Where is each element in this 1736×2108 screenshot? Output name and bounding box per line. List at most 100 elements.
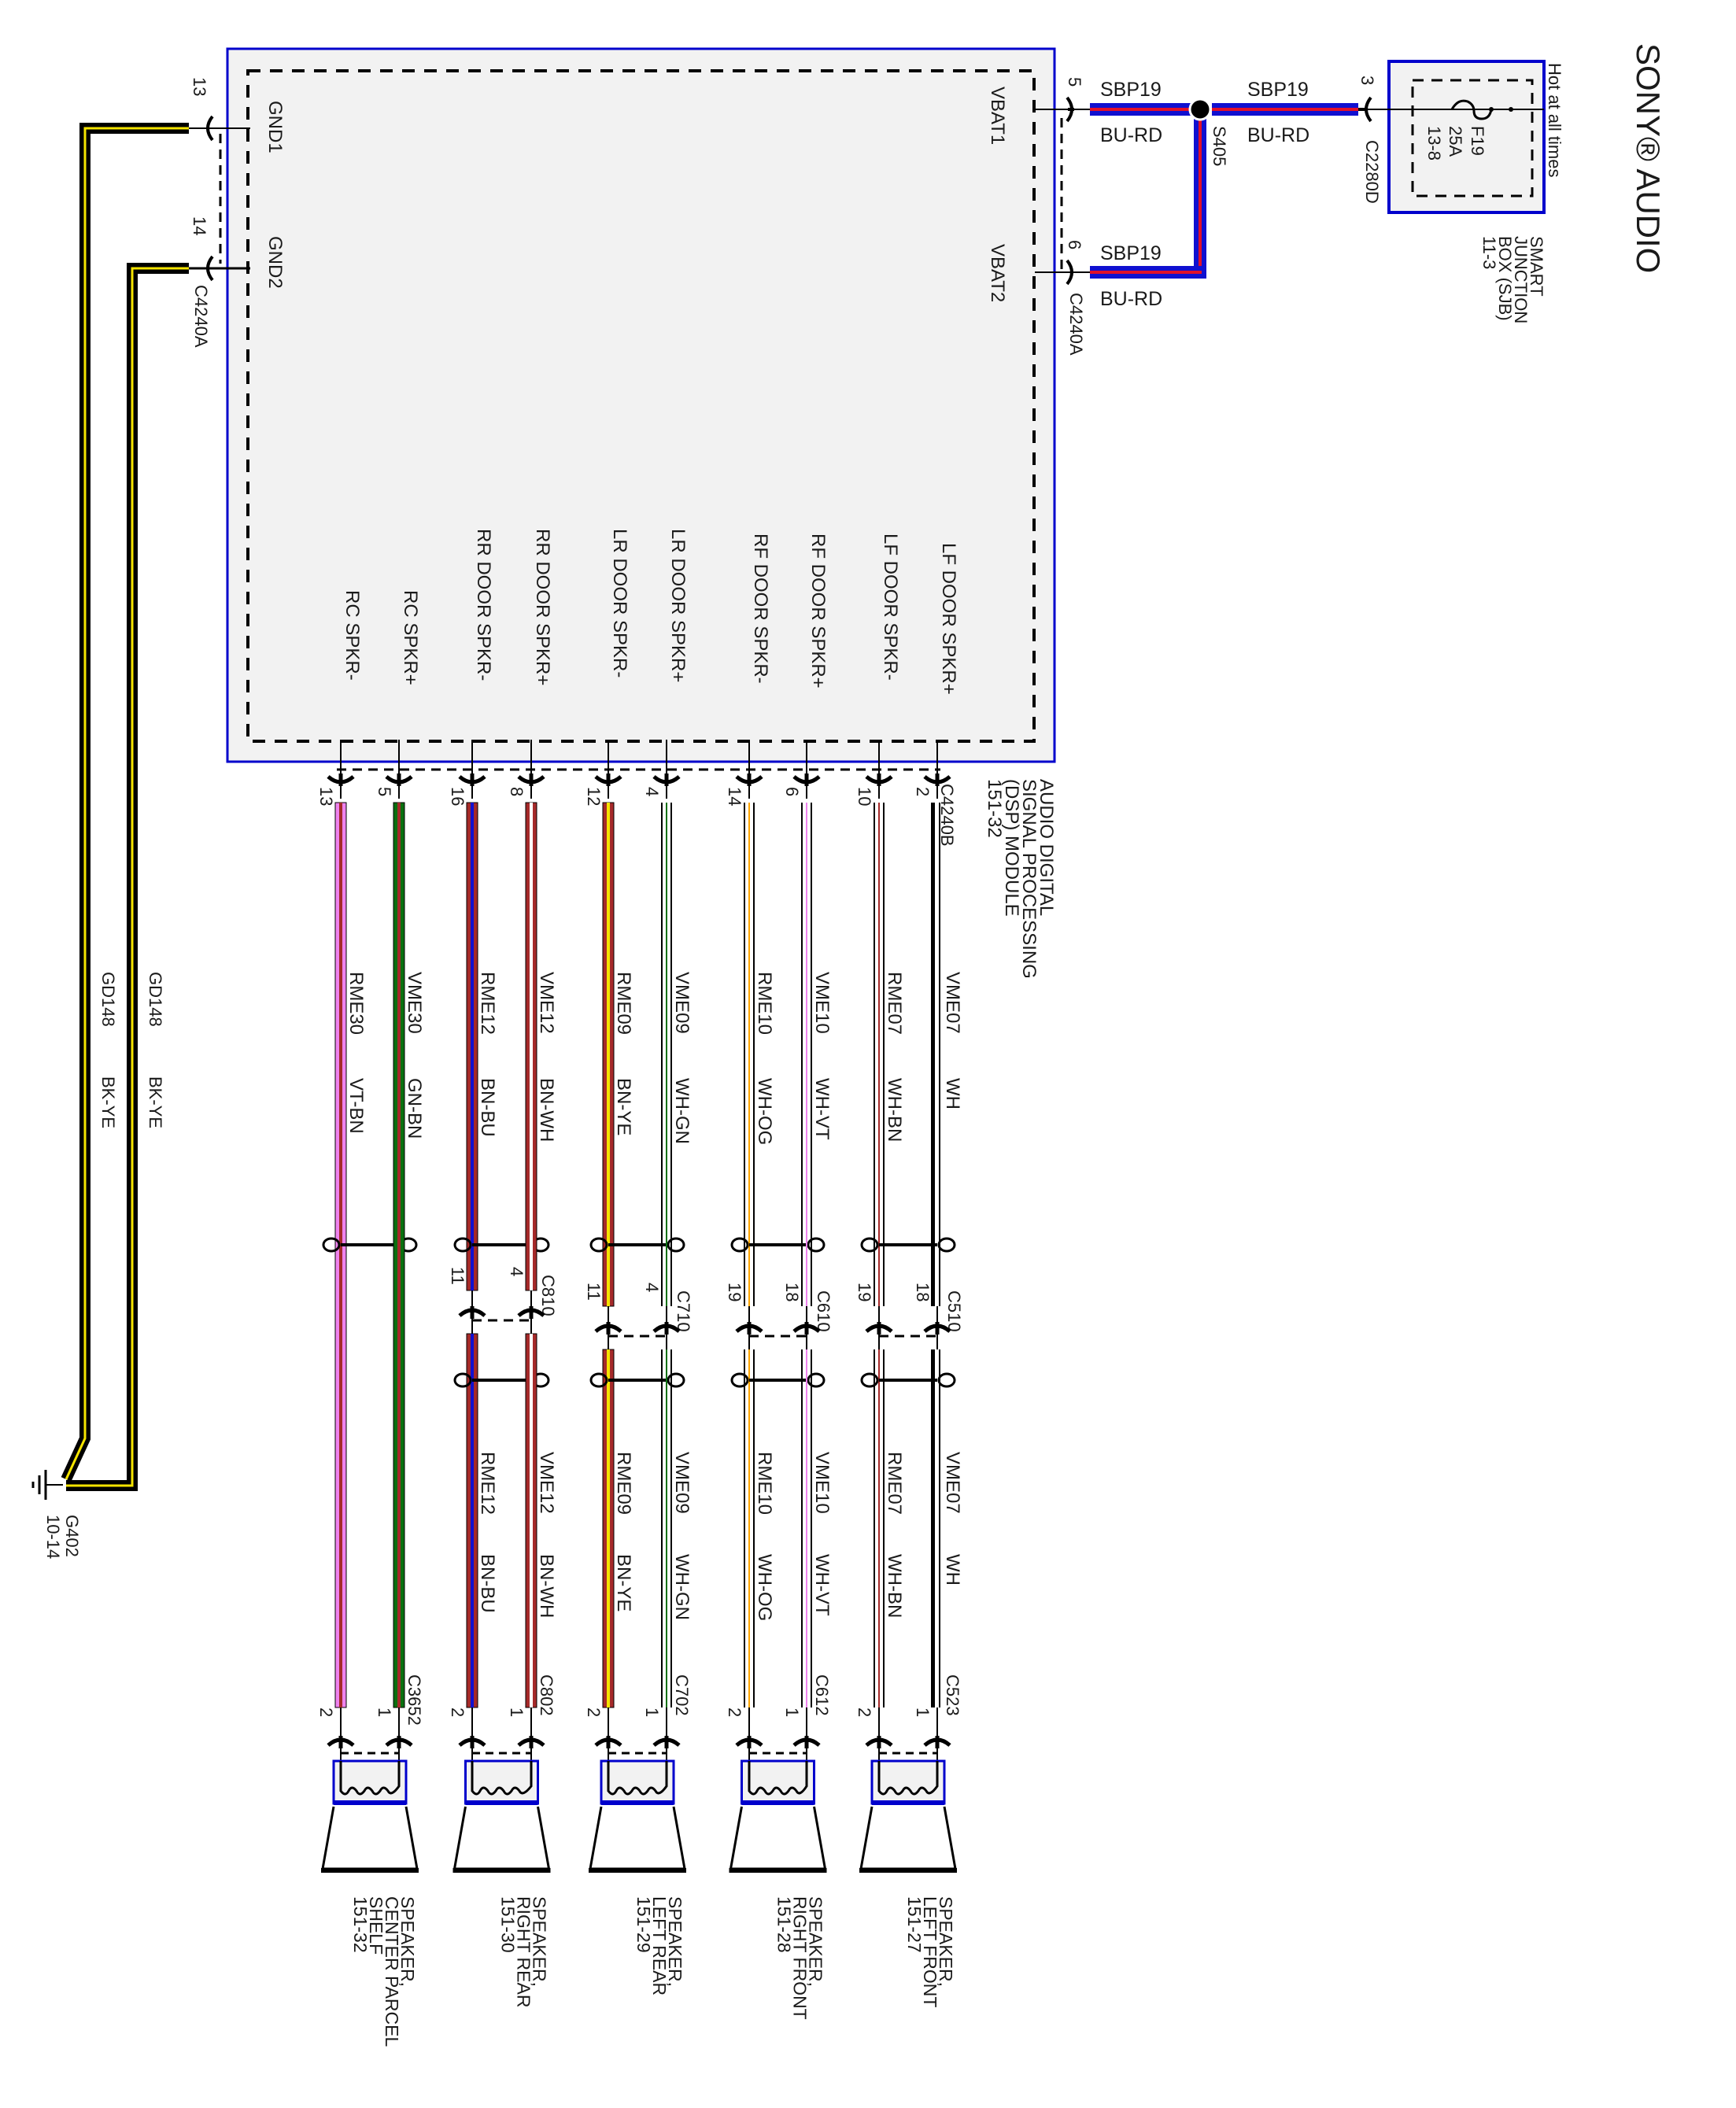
gnd2-connector-icon (206, 255, 214, 282)
wire-outline (753, 1349, 755, 1707)
inline-connector: C710 (674, 1290, 693, 1332)
connector-b: C4240B (937, 784, 957, 847)
wire-outline (874, 803, 875, 1306)
connector-arrow-icon (923, 1322, 951, 1335)
speaker-name-line: 151-29 (633, 1896, 654, 1953)
channel-label: LF DOOR SPKR- (880, 533, 901, 681)
module-name-line: 151-32 (984, 779, 1005, 838)
module-pin: 10 (855, 787, 874, 806)
wire-outline (939, 803, 940, 1306)
wire-segment (931, 803, 935, 1306)
connector-a-left: C4240A (191, 285, 211, 348)
connector-arrow-icon (792, 1322, 821, 1335)
channel-label: RC SPKR+ (400, 590, 421, 685)
wire-outline (744, 803, 745, 1306)
circuit-label: RME07 (884, 972, 905, 1035)
circuit-label-lower: RME10 (754, 1452, 775, 1515)
circuit-label-lower: RME12 (477, 1452, 498, 1515)
color-label-lower: BN-BU (477, 1554, 498, 1613)
circuit-label: VME07 (942, 972, 963, 1034)
speaker-pos-pin: 1 (375, 1707, 394, 1717)
connector-arrow-icon (735, 1736, 763, 1748)
speaker-coil-icon (471, 1761, 533, 1796)
connector-a-right: C4240A (1066, 293, 1086, 356)
wire-outline (811, 1349, 812, 1707)
module-pin: 4 (642, 787, 662, 796)
connector-arrow-icon (517, 773, 545, 786)
wire-outline (801, 803, 803, 1306)
color-label-lower: WH-BN (884, 1554, 905, 1618)
ground-symbol-icon (31, 1470, 63, 1500)
connector-arrow-icon (1358, 96, 1372, 123)
wire-outline (661, 803, 663, 1306)
speaker-magnet (332, 1759, 408, 1805)
color-label: WH-BN (884, 1078, 905, 1142)
connector-arrow-icon (792, 1736, 821, 1748)
connector-arrow-icon (652, 1736, 681, 1748)
wire-stripe (471, 803, 474, 1290)
channel-label: LR DOOR SPKR+ (667, 529, 689, 682)
speaker-connector: C702 (672, 1674, 692, 1716)
connector-arrow-icon (594, 1736, 622, 1748)
vbat2-circuit: SBP19 (1100, 242, 1162, 264)
speaker-pos-pin: 1 (782, 1707, 802, 1717)
speaker-name-line: 151-27 (904, 1896, 925, 1953)
speaker-pos-pin: 1 (507, 1707, 526, 1717)
speaker-name-line: SPEAKER, (936, 1896, 956, 1987)
wire-stripe (878, 1349, 880, 1707)
inline-pin: 19 (855, 1283, 874, 1301)
connector-arrow-icon (327, 773, 355, 786)
ground-circuit-1: GD148 (98, 972, 118, 1027)
speaker-coil-icon (607, 1761, 668, 1796)
fuse-icon (1450, 99, 1493, 120)
ground-color-1: BK-YE (98, 1076, 118, 1128)
module-pin: 13 (316, 787, 336, 806)
twisted-pair-end (807, 1237, 826, 1253)
inline-connector: C510 (944, 1290, 964, 1332)
channel-label: LF DOOR SPKR+ (938, 543, 959, 695)
ground-ref: 10-14 (43, 1515, 63, 1559)
speaker-neg-pin: 2 (725, 1707, 744, 1717)
channel-label: RR DOOR SPKR- (473, 529, 494, 681)
twisted-pair-end (667, 1372, 685, 1388)
wire-stripe (878, 803, 880, 1306)
channel-label: RF DOOR SPKR+ (807, 533, 829, 689)
gnd1-label: GND1 (264, 101, 286, 153)
splice-s405: S405 SBP19 BU-RD SBP19 BU-RD (1090, 79, 1229, 310)
circuit-label-lower: VME09 (671, 1452, 693, 1514)
module-pin: 16 (448, 787, 467, 806)
inline-pin: 18 (782, 1283, 802, 1301)
speaker-name-line: 151-32 (350, 1896, 371, 1953)
speaker-pos-pin: 1 (913, 1707, 933, 1717)
speaker-name-line: LEFT FRONT (920, 1896, 940, 2007)
connector-arrow-icon (327, 1736, 355, 1748)
twisted-pair-end (860, 1237, 879, 1253)
speaker-connector: C523 (943, 1674, 962, 1716)
ground-id: G402 (62, 1515, 82, 1557)
color-label: WH (942, 1078, 963, 1109)
wire-stripe (666, 1349, 667, 1707)
vbat1-pin: 5 (1065, 77, 1084, 87)
ground-wires: GD148 BK-YE GD148 BK-YE G402 10-14 (31, 123, 189, 1559)
speaker-name-line: CENTER PARCEL (382, 1896, 402, 2047)
wire-stripe (530, 1334, 533, 1707)
connector-arrow-icon (923, 1736, 951, 1748)
module-pin: 8 (507, 787, 526, 796)
feed-connector: C2280D (1362, 140, 1382, 204)
wire-stripe (666, 803, 667, 1306)
twisted-pair-end (860, 1372, 879, 1388)
module-name-line: SIGNAL PROCESSING (1018, 779, 1040, 979)
speaker-cone-icon (321, 1806, 419, 1870)
circuit-label: RME30 (345, 972, 367, 1035)
vbat1-color: BU-RD (1100, 124, 1162, 146)
